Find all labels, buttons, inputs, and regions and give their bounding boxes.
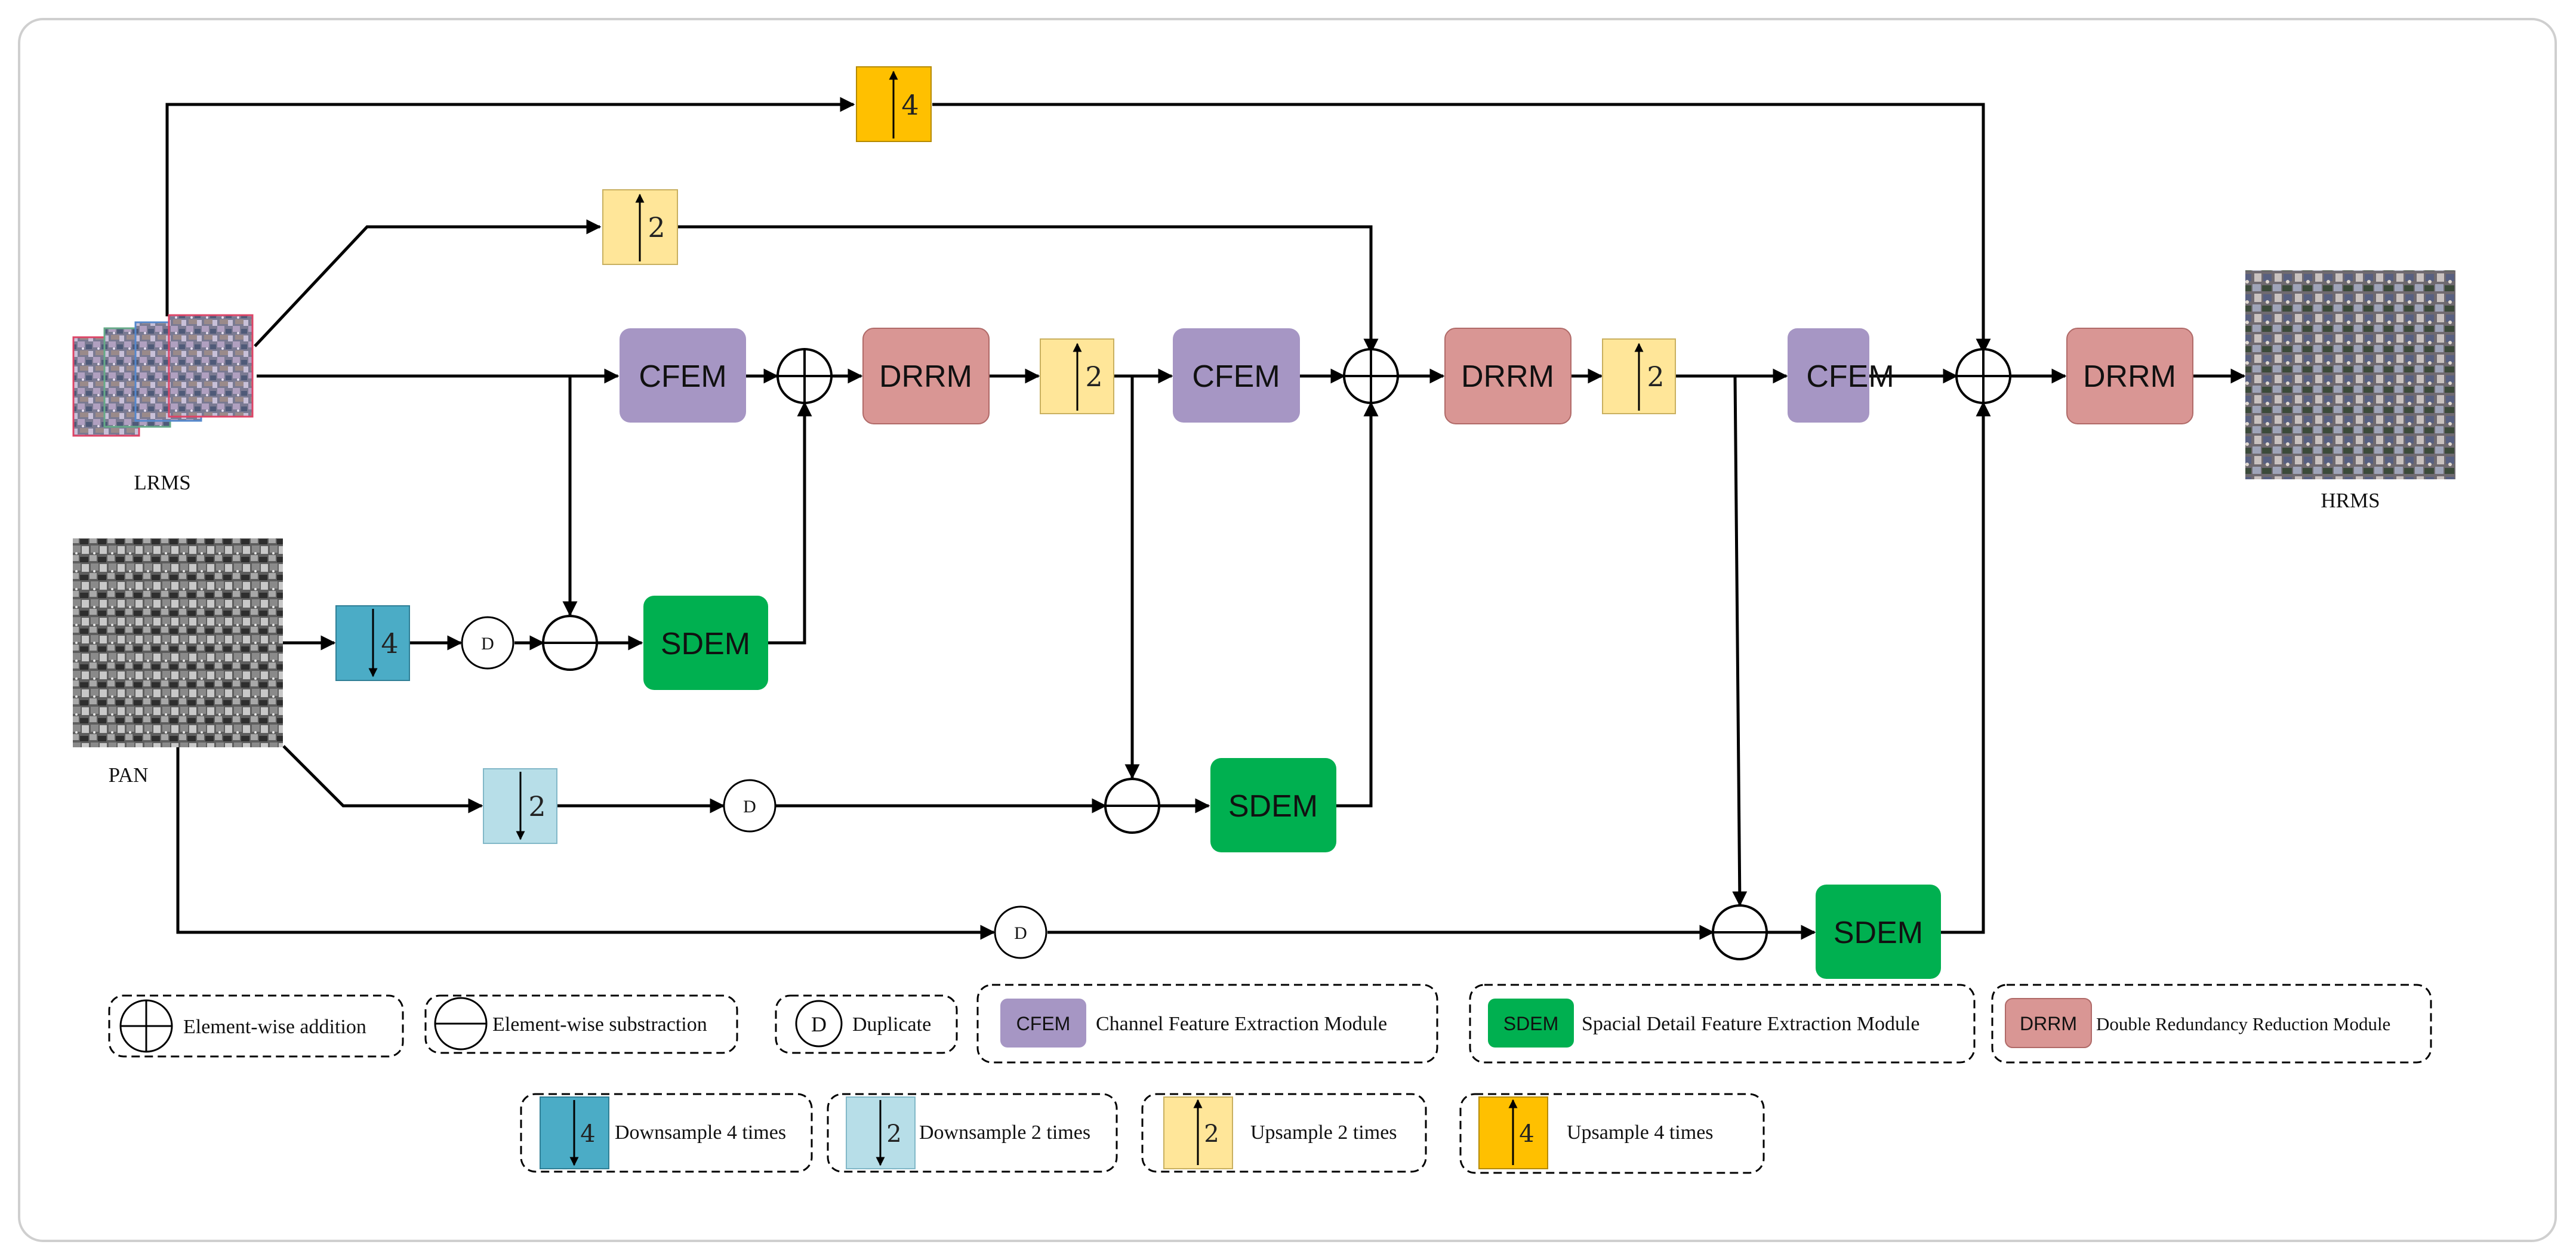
upsample-2-block-a: 2 [1040,338,1114,414]
lrms-up2-line [254,219,602,347]
svg-text:D: D [1014,923,1027,943]
svg-text:CFEM: CFEM [639,359,726,394]
svg-text:D: D [743,797,756,817]
hrms-image [2245,270,2455,479]
svg-text:CFEM: CFEM [1806,359,1894,394]
pan-dup3-line [176,746,996,940]
svg-text:2: 2 [1647,361,1664,393]
svg-text:DRRM: DRRM [1461,359,1554,394]
cfem-module-1: CFEM [620,328,746,423]
svg-text:Downsample 2 times: Downsample 2 times [919,1122,1090,1144]
up4-to-add3-line [932,103,1991,354]
subtraction-node-2 [1104,778,1160,834]
svg-text:2: 2 [528,790,546,822]
legend-sdem: SDEM Spacial Detail Feature Extraction M… [1469,984,1976,1064]
sdem2-add2-line [1336,401,1379,808]
sdem-module-1: SDEM [643,596,768,690]
legend-down2: 2 Downsample 2 times [827,1093,1118,1173]
svg-text:Upsample 2 times: Upsample 2 times [1250,1122,1397,1144]
svg-text:4: 4 [1519,1120,1534,1148]
legend-down4: 4 Downsample 4 times [520,1093,813,1173]
legend-subtraction: Element-wise substraction [424,994,738,1054]
downsample-4-block: 4 [335,605,410,681]
upsample-2-block-top: 2 [602,189,678,265]
pan-image [73,538,283,747]
svg-text:2: 2 [1204,1120,1219,1148]
svg-text:4: 4 [901,89,919,121]
up2b-sub3-line [1732,375,1748,907]
addition-node-2 [1343,348,1399,404]
sdem-module-2: SDEM [1210,758,1336,852]
svg-text:CFEM: CFEM [1192,359,1280,394]
upsample-2-block-b: 2 [1602,338,1676,414]
sdem-module-3: SDEM [1816,885,1941,979]
legend-addition: Element-wise addition [108,994,404,1058]
subtraction-node-1 [542,615,598,671]
svg-text:Upsample 4 times: Upsample 4 times [1567,1122,1714,1144]
addition-node-1 [777,348,833,404]
svg-text:CFEM: CFEM [1016,1013,1071,1034]
svg-text:SDEM: SDEM [1503,1013,1558,1034]
drrm-module-1: DRRM [862,328,990,424]
sdem3-add3-line [1941,401,1991,934]
svg-text:SDEM: SDEM [661,627,750,661]
lrms-label: LRMS [134,471,190,494]
svg-text:Element-wise addition: Element-wise addition [183,1016,366,1038]
pan-down2-line [282,745,483,814]
legend-drrm: DRRM Double Redundancy Reduction Module [1991,984,2432,1064]
svg-text:2: 2 [648,211,665,244]
svg-text:Duplicate: Duplicate [852,1013,931,1036]
svg-text:Spacial Detail Feature Extract: Spacial Detail Feature Extraction Module [1582,1013,1919,1035]
cfem-module-3: CFEM [1788,328,1894,423]
drrm-module-2: DRRM [1444,328,1572,424]
svg-text:DRRM: DRRM [2083,359,2176,394]
downsample-2-block: 2 [483,768,557,844]
svg-text:D: D [811,1012,827,1036]
upsample-4-block-top: 4 [856,66,932,142]
svg-text:D: D [481,634,494,654]
pan-label: PAN [109,763,149,787]
cfem-module-2: CFEM [1173,328,1300,423]
subtraction-node-3 [1712,904,1768,960]
svg-text:4: 4 [381,627,398,660]
drrm-module-3: DRRM [2066,328,2193,424]
svg-text:SDEM: SDEM [1834,916,1923,950]
addition-node-3 [1955,348,2011,404]
legend-duplicate: D Duplicate [775,994,958,1054]
svg-text:2: 2 [886,1120,901,1148]
svg-text:SDEM: SDEM [1228,789,1318,824]
svg-text:Double Redundancy Reduction Mo: Double Redundancy Reduction Module [2096,1013,2390,1034]
flow-lines [165,97,2246,940]
duplicate-node-1: D [461,616,514,670]
svg-text:DRRM: DRRM [2020,1013,2077,1034]
svg-text:Downsample 4 times: Downsample 4 times [615,1122,786,1144]
lrms-up4-line [165,97,855,316]
svg-text:Channel Feature Extraction Mod: Channel Feature Extraction Module [1096,1013,1387,1035]
svg-text:4: 4 [580,1120,595,1148]
hrms-label: HRMS [2321,489,2380,512]
sdem1-add1-line [768,401,812,645]
svg-text:DRRM: DRRM [879,359,972,394]
legend-cfem: CFEM Channel Feature Extraction Module [976,984,1438,1064]
legend-up4: 4 Upsample 4 times [1459,1093,1765,1174]
svg-text:2: 2 [1085,361,1102,393]
lrms-image-stack [72,314,254,437]
svg-text:Element-wise substraction: Element-wise substraction [492,1013,707,1036]
up2-to-add2-line [677,225,1379,354]
duplicate-node-2: D [723,779,777,833]
duplicate-node-3: D [994,905,1047,959]
legend-up2: 2 Upsample 2 times [1141,1093,1427,1173]
